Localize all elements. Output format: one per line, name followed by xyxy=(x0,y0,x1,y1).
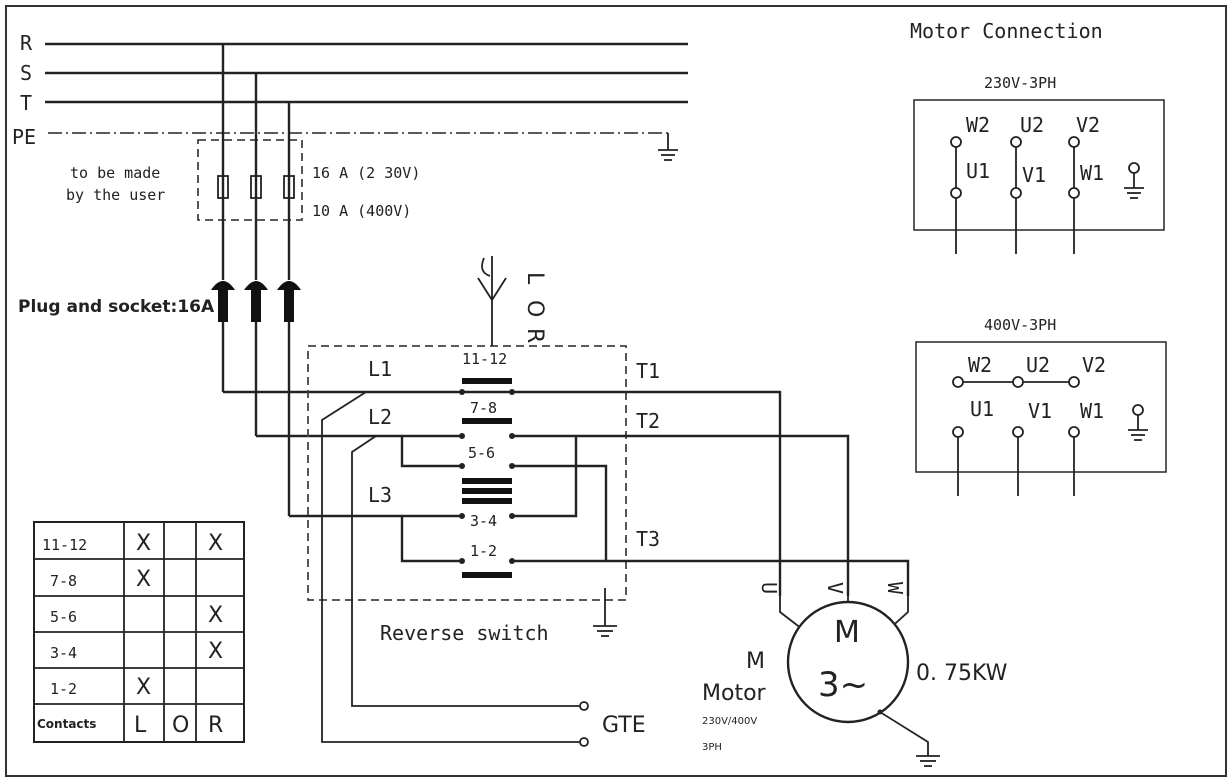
c400-bot-w1: W1 xyxy=(1080,399,1104,423)
motor-phase-v: V xyxy=(823,582,847,594)
reverse-switch-box xyxy=(307,345,627,601)
fuse-section: to be made by the user 16 A (2 30V) 10 A… xyxy=(66,139,420,221)
switch-ground-icon xyxy=(593,625,617,637)
line-label-pe: PE xyxy=(12,125,36,149)
selector-letter-o: O xyxy=(522,300,547,317)
table-row-contact: 5-6 xyxy=(50,608,77,626)
c230-bot-v1: V1 xyxy=(1022,163,1046,187)
table-row-l: X xyxy=(136,531,151,556)
table-header-o: O xyxy=(172,713,189,738)
plug-icon-3 xyxy=(277,281,301,322)
line-label-t: T xyxy=(20,91,32,115)
table-row-l: X xyxy=(136,567,151,592)
motor-ground-wire xyxy=(879,711,929,756)
c230-ground-icon xyxy=(1124,162,1144,199)
c400-terminals xyxy=(952,376,1080,496)
c230-terminals xyxy=(950,136,1080,254)
gte-terminal-1 xyxy=(579,701,589,711)
motor-phase-w: W xyxy=(883,582,907,595)
motor-feed-wires xyxy=(512,390,910,633)
contact-bars xyxy=(462,378,512,578)
diagram-frame xyxy=(5,5,1227,777)
motor-phase-count: 3PH xyxy=(702,742,722,753)
plug-icon-1 xyxy=(211,281,235,322)
line-label-s: S xyxy=(20,61,32,85)
contact-table: 11-12 X X 7-8 X 5-6 X 3-4 X 1-2 X Contac… xyxy=(33,521,245,743)
user-note-line2: by the user xyxy=(66,186,165,204)
table-header-contacts: Contacts xyxy=(37,717,96,731)
table-row-l: X xyxy=(136,675,151,700)
user-fuse-box xyxy=(197,139,303,221)
c230-bot-w1: W1 xyxy=(1080,161,1104,185)
table-header-l: L xyxy=(134,713,147,738)
table-header-r: R xyxy=(208,713,223,738)
table-row-contact: 7-8 xyxy=(50,572,77,590)
reverse-switch-label: Reverse switch xyxy=(380,621,549,645)
contact-label-3-4: 3-4 xyxy=(470,512,497,530)
c400-top-w2: W2 xyxy=(968,353,992,377)
c230-top-u2: U2 xyxy=(1020,113,1044,137)
contact-label-7-8: 7-8 xyxy=(470,399,497,417)
input-l3: L3 xyxy=(368,483,392,507)
motor-ground-terminal xyxy=(877,709,883,715)
motor-side-letter: M xyxy=(746,649,765,674)
fuse-rating-230v: 16 A (2 30V) xyxy=(312,164,420,182)
c400-bot-u1: U1 xyxy=(970,397,994,421)
table-row-contact: 3-4 xyxy=(50,644,77,662)
motor-circle xyxy=(786,600,910,724)
table-row-contact: 11-12 xyxy=(42,536,87,554)
feeder-wires xyxy=(221,44,510,518)
gte-terminal-2 xyxy=(579,737,589,747)
c230-bot-u1: U1 xyxy=(966,159,990,183)
output-t2: T2 xyxy=(636,409,660,433)
connection-230v-title: 230V-3PH xyxy=(984,74,1056,92)
output-t1: T1 xyxy=(636,359,660,383)
motor-connection-title: Motor Connection xyxy=(910,19,1103,43)
selector-handle-icon xyxy=(477,256,507,346)
gte-terminals: GTE xyxy=(579,701,646,747)
motor-voltage: 230V∕400V xyxy=(702,716,757,727)
output-t3: T3 xyxy=(636,527,660,551)
reverse-switch: L O R L1 L2 L3 T1 T2 T3 11-12 7-8 5-6 3-… xyxy=(307,256,660,743)
table-row-r: X xyxy=(208,603,223,628)
line-label-r: R xyxy=(20,31,33,55)
contact-table-grid xyxy=(34,522,244,742)
plug-label: Plug and socket:16A xyxy=(18,297,215,317)
switch-internal-wiring xyxy=(321,391,608,743)
contact-label-11-12: 11-12 xyxy=(462,350,507,368)
c230-top-w2: W2 xyxy=(966,113,990,137)
contact-label-5-6: 5-6 xyxy=(468,444,495,462)
plug-and-socket: Plug and socket:16A xyxy=(18,281,301,322)
gte-label: GTE xyxy=(602,713,646,738)
motor-phase-u: U xyxy=(757,582,781,594)
motor-power: 0. 75KW xyxy=(916,661,1008,686)
table-row-r: X xyxy=(208,639,223,664)
c400-ground-icon xyxy=(1128,404,1148,441)
user-note-line1: to be made xyxy=(70,164,160,182)
contact-label-1-2: 1-2 xyxy=(470,542,497,560)
table-row-contact: 1-2 xyxy=(50,680,77,698)
input-l2: L2 xyxy=(368,405,392,429)
motor-symbol: M 3~ xyxy=(786,600,910,724)
fuse-rating-400v: 10 A (400V) xyxy=(312,202,411,220)
c230-top-v2: V2 xyxy=(1076,113,1100,137)
pe-ground-icon xyxy=(658,149,678,161)
connection-400v-title: 400V-3PH xyxy=(984,316,1056,334)
motor-ground-icon xyxy=(916,755,940,767)
selector-letter-r: R xyxy=(522,328,547,343)
input-l1: L1 xyxy=(368,357,392,381)
selector-letter-l: L xyxy=(522,272,547,285)
motor-symbol-letter: M xyxy=(834,615,860,650)
c400-bot-v1: V1 xyxy=(1028,399,1052,423)
motor-symbol-phase: 3~ xyxy=(818,665,868,705)
connection-230v: 230V-3PH W2 U2 V2 U1 V1 W1 xyxy=(913,74,1165,254)
motor-name: Motor xyxy=(702,681,767,706)
c400-top-v2: V2 xyxy=(1082,353,1106,377)
supply-lines: R S T PE xyxy=(12,31,688,161)
table-row-r: X xyxy=(208,531,223,556)
connection-400v: 400V-3PH W2 U2 V2 U1 V1 W1 xyxy=(915,316,1167,496)
plug-icon-2 xyxy=(244,281,268,322)
c400-top-u2: U2 xyxy=(1026,353,1050,377)
